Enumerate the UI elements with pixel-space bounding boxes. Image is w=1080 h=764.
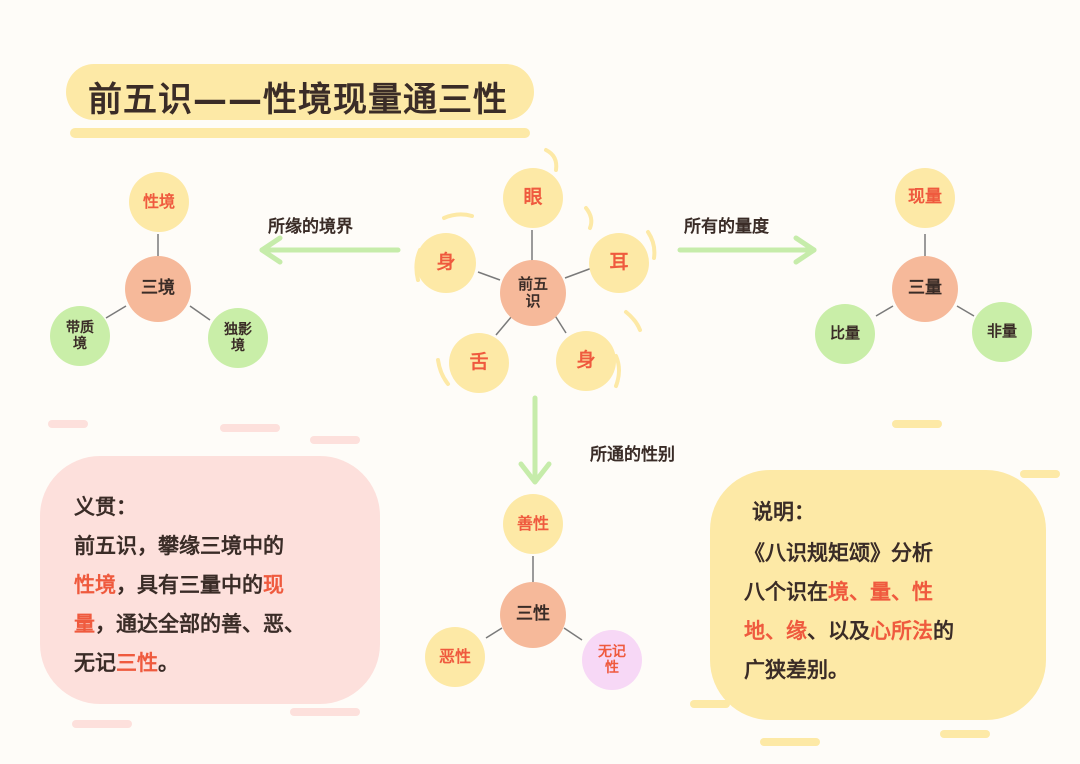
text-line: 《八识规矩颂》分析 <box>744 534 954 573</box>
decor-dash <box>940 730 990 738</box>
arrow-label-nature: 所通的性别 <box>590 445 675 465</box>
text-line: 广狭差别。 <box>744 651 954 690</box>
decor-dash <box>220 424 280 432</box>
node-body-right: 身 <box>556 331 616 391</box>
decor-dash <box>690 700 730 708</box>
highlight-text: 境、量、性 <box>828 580 933 604</box>
body-text: ，通达全部的善、恶、 <box>95 612 305 636</box>
text-line: 性境，具有三量中的现 <box>74 566 305 605</box>
node-direct-measure: 现量 <box>895 168 955 228</box>
body-text: 。 <box>158 651 179 675</box>
node-eye: 眼 <box>503 168 563 228</box>
highlight-text: 量 <box>74 612 95 636</box>
node-three-natures: 三性 <box>500 582 566 648</box>
body-text: 《八识规矩颂》分析 <box>744 541 933 565</box>
page-title: 前五识——性境现量通三性 <box>88 80 508 120</box>
node-label: 无记性 <box>598 643 626 676</box>
arrow-label-realm: 所缘的境界 <box>268 217 353 237</box>
text-line: 八个识在境、量、性 <box>744 573 954 612</box>
highlight-text: 心所法 <box>870 619 933 643</box>
node-label: 前五识 <box>517 274 548 310</box>
body-text: 前五识，攀缘三境中的 <box>74 534 284 558</box>
node-label: 带质境 <box>66 319 94 352</box>
node-three-measures: 三量 <box>892 256 958 322</box>
decor-dash <box>760 738 820 746</box>
body-text: ，具有三量中的 <box>116 573 263 597</box>
node-bearing-realm: 带质境 <box>50 306 110 366</box>
note-heading: 说明： <box>752 500 815 524</box>
highlight-text: 现 <box>263 573 284 597</box>
node-evil-nature: 恶性 <box>425 627 485 687</box>
meaning-heading: 义贯： <box>74 495 137 519</box>
text-line: 地、缘、以及心所法的 <box>744 612 954 651</box>
text-line: 无记三性。 <box>74 644 305 683</box>
meaning-text: 前五识，攀缘三境中的性境，具有三量中的现量，通达全部的善、恶、无记三性。 <box>74 527 305 683</box>
title-highlight <box>66 64 534 120</box>
node-three-realms: 三境 <box>125 256 191 322</box>
node-neutral-nature: 无记性 <box>582 630 642 690</box>
decor-dash <box>892 420 942 428</box>
decor-dash <box>310 436 360 444</box>
node-label: 独影境 <box>224 321 252 354</box>
highlight-text: 性境 <box>74 573 116 597</box>
highlight-text: 地、缘 <box>744 619 807 643</box>
node-shadow-realm: 独影境 <box>208 308 268 368</box>
node-inference-measure: 比量 <box>815 304 875 364</box>
text-line: 前五识，攀缘三境中的 <box>74 527 305 566</box>
highlight-text: 三性 <box>116 651 158 675</box>
arrow-label-measure: 所有的量度 <box>684 217 769 237</box>
body-text: 广狭差别。 <box>744 658 849 682</box>
node-five-consciousness: 前五识 <box>500 260 566 326</box>
body-text: 八个识在 <box>744 580 828 604</box>
node-good-nature: 善性 <box>503 494 563 554</box>
decor-dash <box>290 708 360 716</box>
body-text: 的 <box>933 619 954 643</box>
node-body-left: 身 <box>416 233 476 293</box>
text-line: 量，通达全部的善、恶、 <box>74 605 305 644</box>
decor-dash <box>1020 470 1060 478</box>
node-tongue: 舌 <box>449 333 509 393</box>
body-text: 无记 <box>74 651 116 675</box>
body-text: 、以及 <box>807 619 870 643</box>
title-underline <box>70 128 530 138</box>
meaning-box <box>40 456 380 704</box>
note-text: 《八识规矩颂》分析八个识在境、量、性地、缘、以及心所法的广狭差别。 <box>744 534 954 690</box>
decor-dash <box>48 420 88 428</box>
decor-dash <box>72 720 132 728</box>
node-ear: 耳 <box>589 233 649 293</box>
node-nature-realm: 性境 <box>129 172 189 232</box>
note-box <box>710 470 1046 720</box>
node-false-measure: 非量 <box>972 302 1032 362</box>
